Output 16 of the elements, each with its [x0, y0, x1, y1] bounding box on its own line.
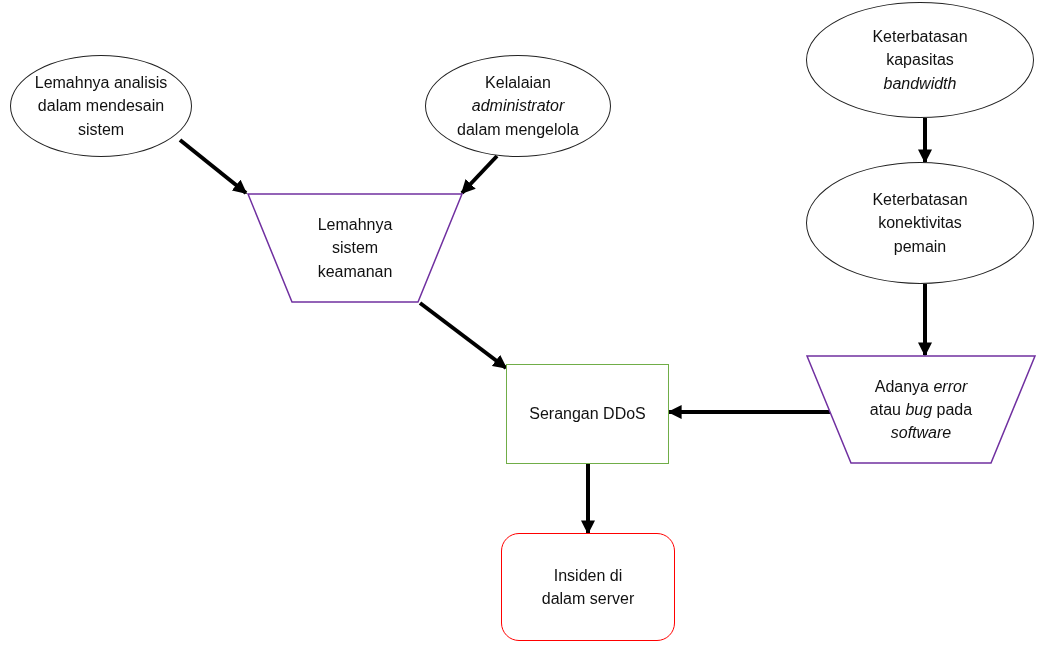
arrow — [418, 301, 508, 370]
node-text: Adanya error atau bug pada software — [868, 376, 974, 444]
outcome-box — [501, 533, 675, 641]
arrow — [178, 138, 248, 195]
arrow — [918, 284, 932, 357]
node-text: Keterbatasan konektivitas pemain — [871, 190, 969, 257]
node-text: Kelalaian administrator dalam mengelola — [456, 73, 580, 140]
node-text: Lemahnya sistem keamanan — [316, 215, 394, 282]
node-text: Serangan DDoS — [529, 404, 646, 425]
arrow — [667, 405, 831, 419]
node-text: Keterbatasan kapasitas bandwidth — [871, 27, 969, 94]
node-text: Lemahnya analisis dalam mendesain sistem — [33, 73, 169, 140]
arrow — [581, 464, 595, 535]
arrow — [918, 118, 932, 164]
node-text: Insiden di dalam server — [540, 565, 636, 609]
process-box — [506, 364, 669, 464]
